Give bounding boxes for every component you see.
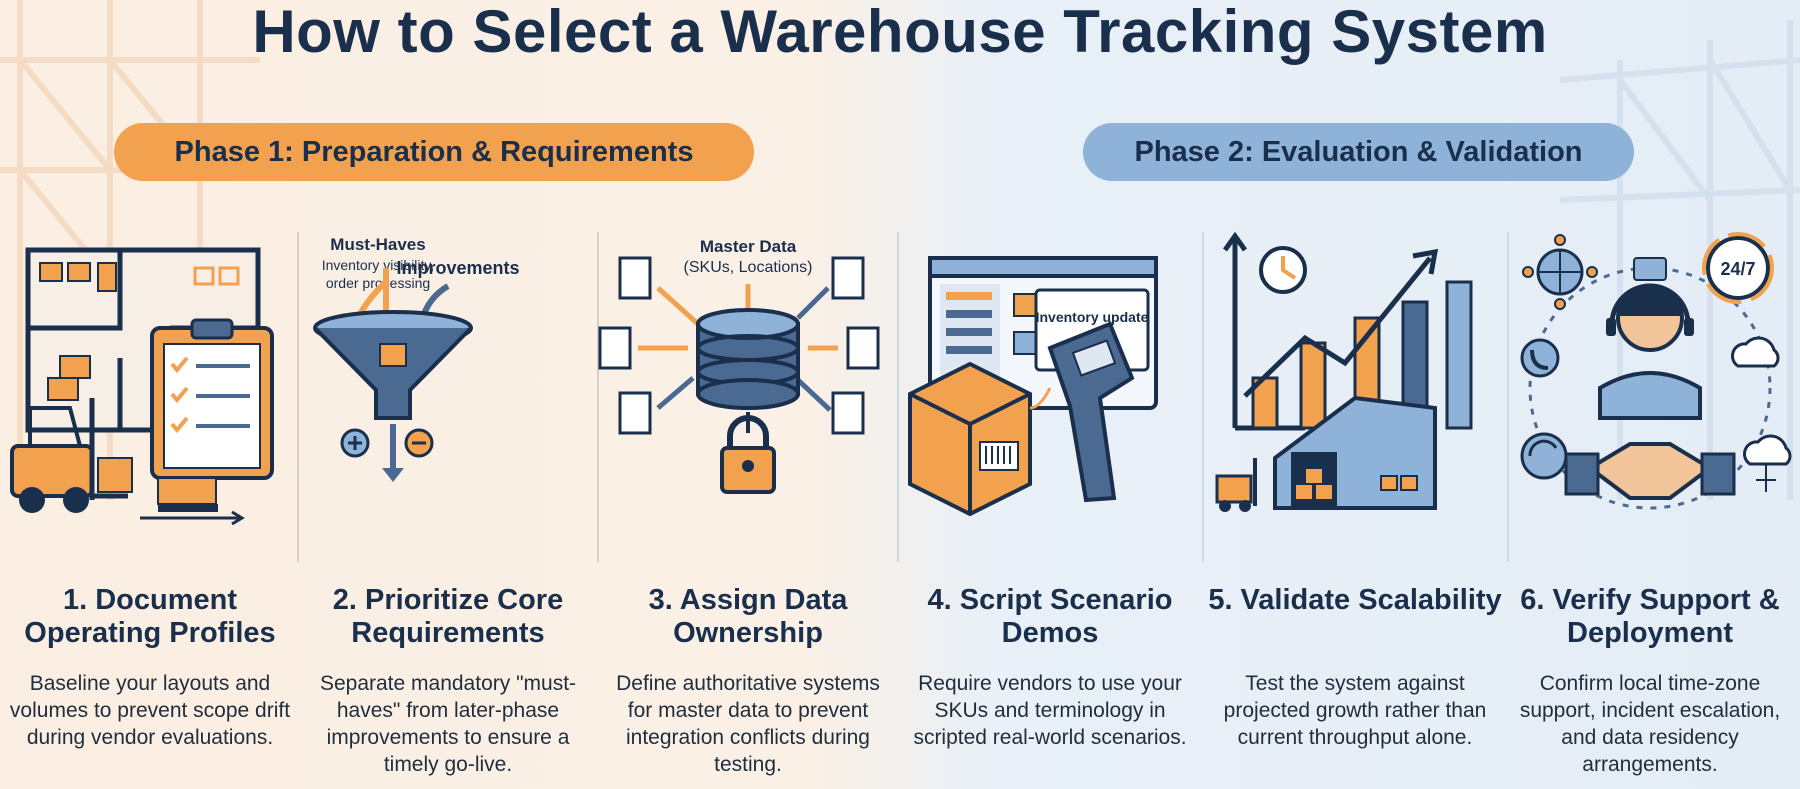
step-3-title: 3. Assign Data Ownership	[648, 584, 848, 649]
clipboard-checklist-icon	[150, 318, 274, 480]
step-1-illustration	[10, 247, 274, 526]
support-agent-icon	[1598, 283, 1702, 420]
column-divider	[897, 232, 899, 562]
step-4: Inventory update 4. Script Scenario Demo…	[900, 228, 1200, 789]
must-haves-label: Must-Haves	[330, 235, 425, 254]
must-haves-detail-1: Inventory visibility,	[322, 257, 435, 273]
support-badge-label: 24/7	[1720, 259, 1755, 279]
master-data-label: Master Data	[700, 237, 797, 256]
phase-1-banner: Phase 1: Preparation & Requirements	[114, 123, 754, 181]
step-6-illustration: 24/7	[1520, 232, 1792, 510]
step-5-title: 5. Validate Scalability	[1208, 584, 1502, 616]
step-2-illustration: Must-Haves Inventory visibility, order p…	[313, 235, 520, 482]
padlock-icon	[720, 415, 776, 494]
step-1: 1. Document Operating Profiles Baseline …	[0, 228, 300, 789]
step-6-description: Confirm local time-zone support, inciden…	[1519, 672, 1781, 776]
box-icon	[908, 361, 1032, 517]
step-5: 5. Validate Scalability Test the system …	[1205, 228, 1505, 789]
barcode-scanner-icon	[1029, 321, 1135, 503]
database-icon	[696, 308, 800, 410]
funnel-icon	[313, 268, 473, 482]
column-divider	[597, 232, 599, 562]
step-2: Must-Haves Inventory visibility, order p…	[298, 228, 598, 789]
step-3-illustration: Master Data (SKUs, Locations)	[598, 237, 880, 494]
sync-icon	[1520, 432, 1568, 480]
column-divider	[1507, 232, 1509, 562]
step-1-description: Baseline your layouts and volumes to pre…	[9, 672, 291, 749]
cloud-upload-icon	[1743, 434, 1792, 492]
globe-network-icon	[1522, 234, 1598, 310]
24-7-icon: 24/7	[1702, 232, 1774, 304]
must-haves-detail-2: order processing	[326, 275, 430, 291]
step-4-description: Require vendors to use your SKUs and ter…	[913, 672, 1187, 749]
step-1-title: 1. Document Operating Profiles	[24, 584, 276, 649]
forklift-icon	[10, 398, 133, 513]
step-5-description: Test the system against projected growth…	[1223, 672, 1487, 749]
page-title: How to Select a Warehouse Tracking Syste…	[252, 0, 1548, 65]
step-2-title: 2. Prioritize Core Requirements	[332, 584, 564, 649]
step-5-illustration	[1215, 231, 1473, 512]
step-2-description: Separate mandatory "must-haves" from lat…	[319, 672, 577, 776]
clock-icon	[1259, 246, 1307, 294]
step-6: 24/7 6. Verify Sup	[1500, 228, 1800, 789]
phone-icon	[1520, 338, 1560, 378]
warehouse-icon	[1273, 395, 1437, 510]
inventory-update-label: Inventory update	[1036, 309, 1149, 325]
forklift-icon	[1215, 458, 1257, 512]
column-divider	[1202, 232, 1204, 562]
chat-icon	[1633, 257, 1667, 281]
step-4-title: 4. Script Scenario Demos	[927, 584, 1173, 649]
pallet-icon	[140, 477, 245, 526]
document-icon	[598, 256, 880, 435]
step-6-title: 6. Verify Support & Deployment	[1520, 584, 1780, 649]
step-4-illustration: Inventory update	[908, 256, 1158, 517]
column-divider	[297, 232, 299, 562]
improvements-label: Improvements	[396, 258, 519, 278]
cloud-icon	[1731, 336, 1780, 368]
step-3: Master Data (SKUs, Locations)	[598, 228, 898, 789]
master-data-detail: (SKUs, Locations)	[684, 259, 813, 276]
handshake-icon	[1564, 442, 1736, 500]
step-3-description: Define authoritative systems for master …	[616, 672, 880, 776]
phase-2-banner: Phase 2: Evaluation & Validation	[1083, 123, 1634, 181]
